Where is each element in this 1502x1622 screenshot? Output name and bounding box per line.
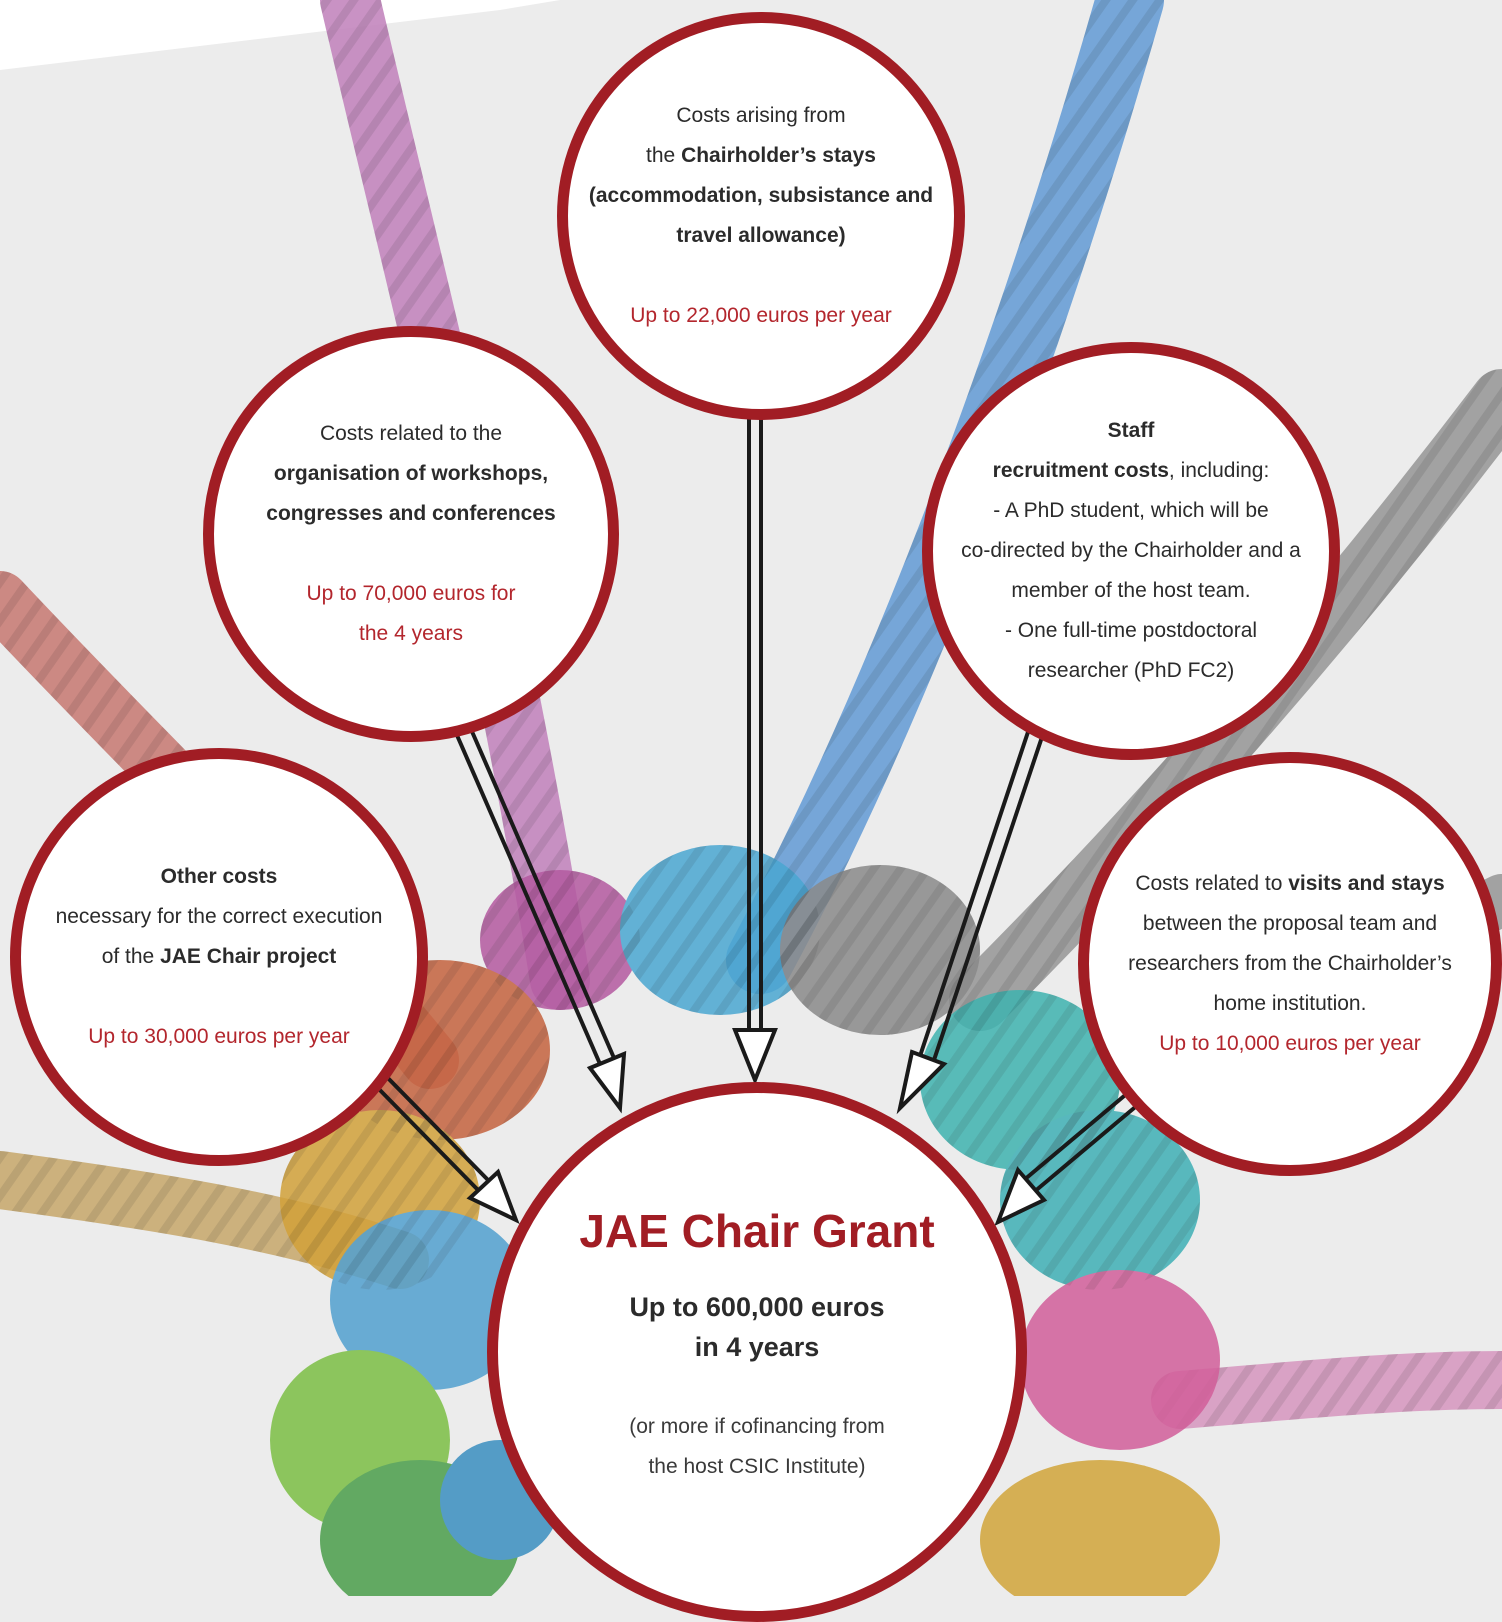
stays-line-4: travel allowance) (676, 224, 846, 247)
visits-line-1-prefix: Costs related to (1135, 872, 1289, 895)
other-line-3-prefix: of the (101, 945, 161, 968)
staff-line-2-bold: recruitment costs (992, 459, 1169, 482)
grant-amount-line-2: in 4 years (694, 1332, 820, 1362)
stays-line-2-prefix: the (646, 144, 682, 167)
visits-line-3: researchers from the Chairholder’s (1128, 952, 1452, 975)
other-line-3-bold: JAE Chair project (160, 945, 337, 968)
grant-note-line-2: the host CSIC Institute) (648, 1455, 866, 1478)
visits-line-4: home institution. (1213, 992, 1367, 1015)
other-line-3: of the JAE Chair project (102, 937, 337, 977)
arrow-staff-to-grant (896, 725, 1046, 1115)
stays-line-2: the Chairholder’s stays (646, 136, 876, 176)
stays-line-2-bold: Chairholder’s stays (681, 144, 876, 167)
workshops-line-2: organisation of workshops, (273, 462, 549, 485)
arrow-other-to-grant (370, 1070, 520, 1224)
staff-line-2-suffix: , including: (1168, 459, 1270, 482)
workshops-line-3: congresses and conferences (266, 502, 556, 525)
arrow-workshops-to-grant (451, 719, 627, 1114)
grant-note-line-1: (or more if cofinancing from (629, 1415, 885, 1438)
stays-line-1: Costs arising from (676, 104, 846, 127)
staff-line-7: researcher (PhD FC2) (1027, 659, 1235, 682)
stays-line-3: (accommodation, subsistance and (588, 184, 934, 207)
staff-line-2: recruitment costs, including: (993, 451, 1270, 491)
workshops-amount-line-2: the 4 years (359, 622, 463, 645)
arrow-visits-to-grant (994, 1084, 1148, 1226)
visits-line-1: Costs related to visits and stays (1135, 864, 1444, 904)
other-costs-circle: Other costs necessary for the correct ex… (10, 748, 428, 1166)
arrow-stays-to-grant (732, 418, 778, 1086)
staff-line-4: co-directed by the Chairholder and a (961, 539, 1301, 562)
staff-line-3: - A PhD student, which will be (993, 499, 1269, 522)
grant-amount-line-1: Up to 600,000 euros (629, 1292, 885, 1322)
other-line-2: necessary for the correct execution (55, 905, 383, 928)
workshops-amount-line-1: Up to 70,000 euros for (306, 582, 516, 605)
workshops-costs-circle: Costs related to the organisation of wor… (203, 326, 619, 742)
stays-costs-circle: Costs arising from the Chairholder’s sta… (557, 12, 965, 420)
visits-amount: Up to 10,000 euros per year (1159, 1032, 1421, 1055)
visits-costs-circle: Costs related to visits and stays betwee… (1078, 752, 1502, 1176)
staff-line-1: Staff (1107, 419, 1155, 442)
visits-line-1-bold: visits and stays (1288, 872, 1445, 895)
staff-line-6: - One full-time postdoctoral (1004, 619, 1258, 642)
workshops-line-1: Costs related to the (319, 422, 503, 445)
staff-line-5: member of the host team. (1011, 579, 1251, 602)
visits-line-2: between the proposal team and (1142, 912, 1438, 935)
staff-costs-circle: Staff recruitment costs, including: - A … (922, 342, 1340, 760)
grant-title: JAE Chair Grant (579, 1205, 935, 1257)
stays-amount: Up to 22,000 euros per year (630, 304, 892, 327)
grant-central-circle: JAE Chair Grant Up to 600,000 euros in 4… (487, 1082, 1027, 1622)
other-line-1: Other costs (160, 865, 278, 888)
other-amount: Up to 30,000 euros per year (88, 1025, 350, 1048)
